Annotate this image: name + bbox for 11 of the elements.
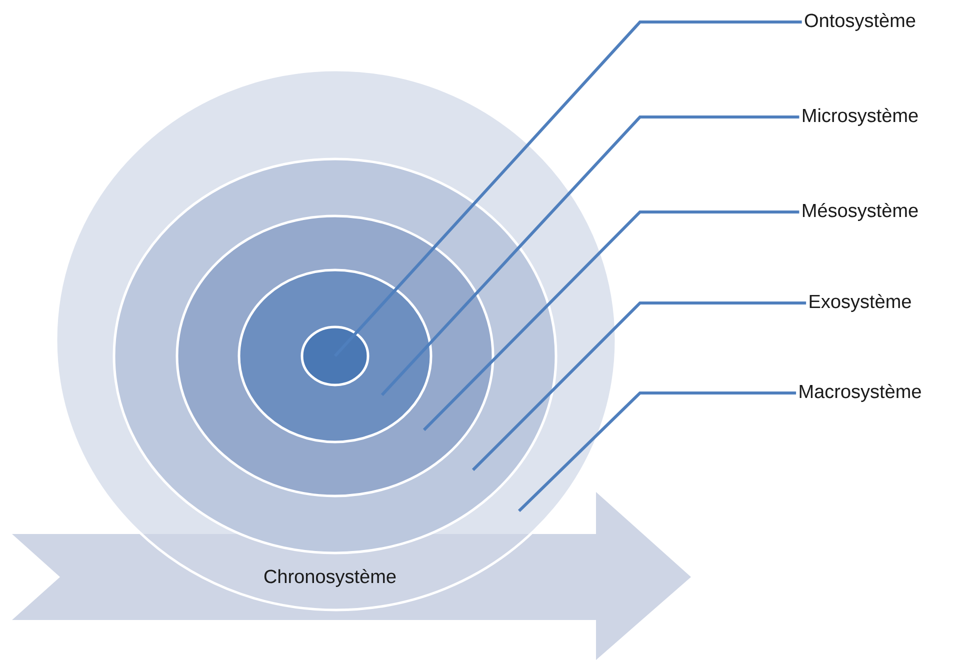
layer-label: Macrosystème [800,384,921,402]
leader-line [518,391,796,512]
center-circle [300,326,370,386]
layer-label: Exosystème [810,294,911,312]
leader-line [380,115,800,396]
leader-line [422,210,800,432]
leader-line [334,20,802,357]
leader-line [472,301,806,472]
layer-label: Ontosystème [804,13,916,31]
layer-label: Mésosystème [802,203,918,221]
layer-label: Microsystème [802,108,918,126]
